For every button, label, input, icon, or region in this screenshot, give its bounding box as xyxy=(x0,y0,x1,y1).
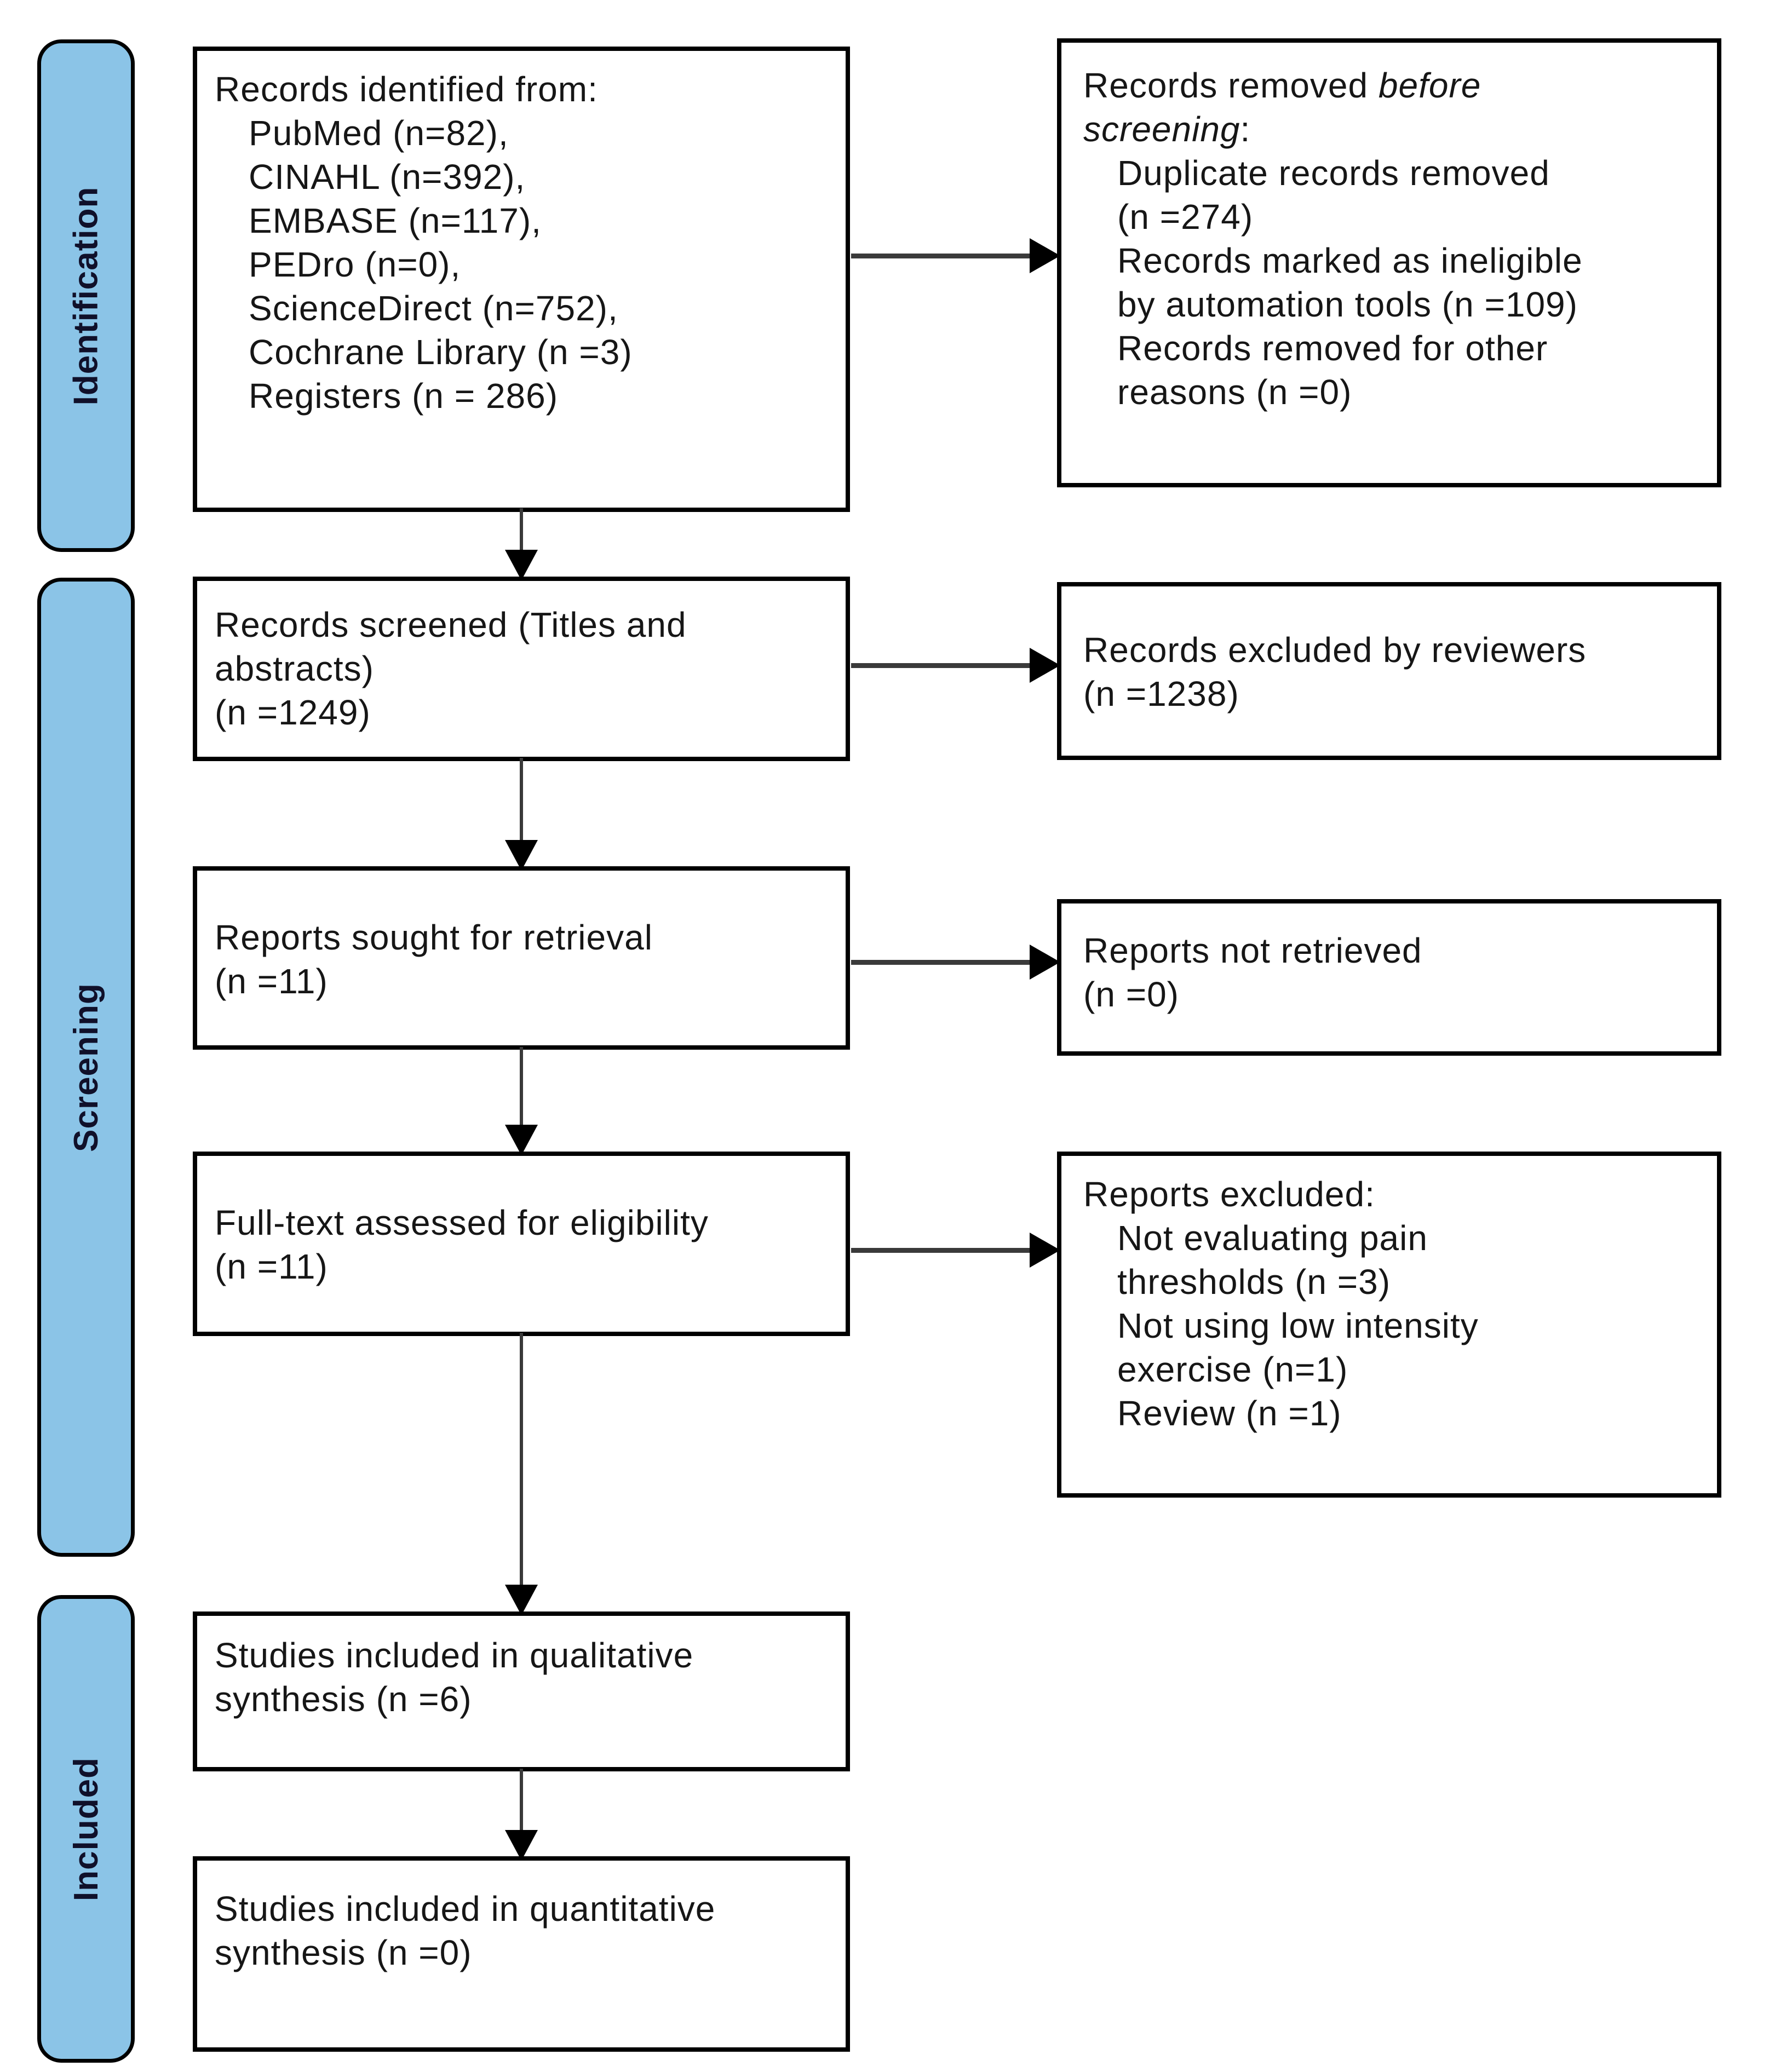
records-identified-sources: PubMed (n=82),CINAHL (n=392),EMBASE (n=1… xyxy=(249,113,633,416)
arrow-identified-to-screened-head-icon xyxy=(505,550,538,580)
stage-identification-label: Identification xyxy=(67,186,105,405)
box-records-removed: Records removed before screening: Duplic… xyxy=(1057,38,1721,487)
arrow-fulltext-to-reportsexcluded-shaft xyxy=(851,1248,1030,1253)
box-records-excluded: Records excluded by reviewers(n =1238) xyxy=(1057,582,1721,760)
records-removed-heading-colon: : xyxy=(1240,110,1251,149)
records-removed-heading-line2: screening: xyxy=(1083,107,1706,151)
box-fulltext-assessed: Full-text assessed for eligibility(n =11… xyxy=(193,1152,850,1336)
arrow-sought-to-notretrieved-shaft xyxy=(851,960,1030,965)
records-removed-reasons: Duplicate records removed(n =274)Records… xyxy=(1117,153,1583,412)
arrow-identified-to-removed-head-icon xyxy=(1030,238,1060,273)
arrow-qualitative-to-quantitative-shaft xyxy=(520,1769,523,1833)
arrow-screened-to-excluded-shaft xyxy=(851,663,1030,668)
records-identified-heading: Records identified from: xyxy=(215,70,598,109)
stage-identification: Identification xyxy=(37,39,135,552)
stage-included-label: Included xyxy=(67,1757,105,1901)
reports-not-retrieved-text: Reports not retrieved(n =0) xyxy=(1083,931,1422,1014)
arrow-sought-to-fulltext-head-icon xyxy=(505,1125,538,1155)
box-reports-sought: Reports sought for retrieval(n =11) xyxy=(193,866,850,1050)
records-removed-heading-normal: Records removed xyxy=(1083,66,1379,105)
arrow-fulltext-to-qualitative-shaft xyxy=(520,1333,523,1588)
records-removed-heading-italic2: screening xyxy=(1083,110,1240,149)
box-reports-not-retrieved: Reports not retrieved(n =0) xyxy=(1057,899,1721,1056)
reports-excluded-heading: Reports excluded: xyxy=(1083,1175,1375,1214)
arrow-sought-to-fulltext-shaft xyxy=(520,1047,523,1128)
arrow-sought-to-notretrieved-head-icon xyxy=(1030,945,1060,980)
arrow-fulltext-to-reportsexcluded-head-icon xyxy=(1030,1233,1060,1268)
stage-screening: Screening xyxy=(37,578,135,1557)
arrow-identified-to-removed-shaft xyxy=(851,254,1030,258)
box-records-identified: Records identified from: PubMed (n=82),C… xyxy=(193,47,850,512)
stage-included: Included xyxy=(37,1595,135,2063)
records-removed-heading-italic: before xyxy=(1378,66,1481,105)
arrow-qualitative-to-quantitative-head-icon xyxy=(505,1830,538,1861)
stage-screening-label: Screening xyxy=(67,982,105,1152)
fulltext-assessed-text: Full-text assessed for eligibility(n =11… xyxy=(215,1203,709,1286)
arrow-screened-to-excluded-head-icon xyxy=(1030,648,1060,683)
arrow-screened-to-sought-head-icon xyxy=(505,840,538,871)
arrow-screened-to-sought-shaft xyxy=(520,758,523,843)
reports-sought-text: Reports sought for retrieval(n =11) xyxy=(215,918,653,1001)
records-excluded-text: Records excluded by reviewers(n =1238) xyxy=(1083,630,1587,713)
records-removed-heading-line1: Records removed before xyxy=(1083,64,1706,107)
arrow-fulltext-to-qualitative-head-icon xyxy=(505,1585,538,1615)
arrow-identified-to-screened-shaft xyxy=(520,508,523,553)
